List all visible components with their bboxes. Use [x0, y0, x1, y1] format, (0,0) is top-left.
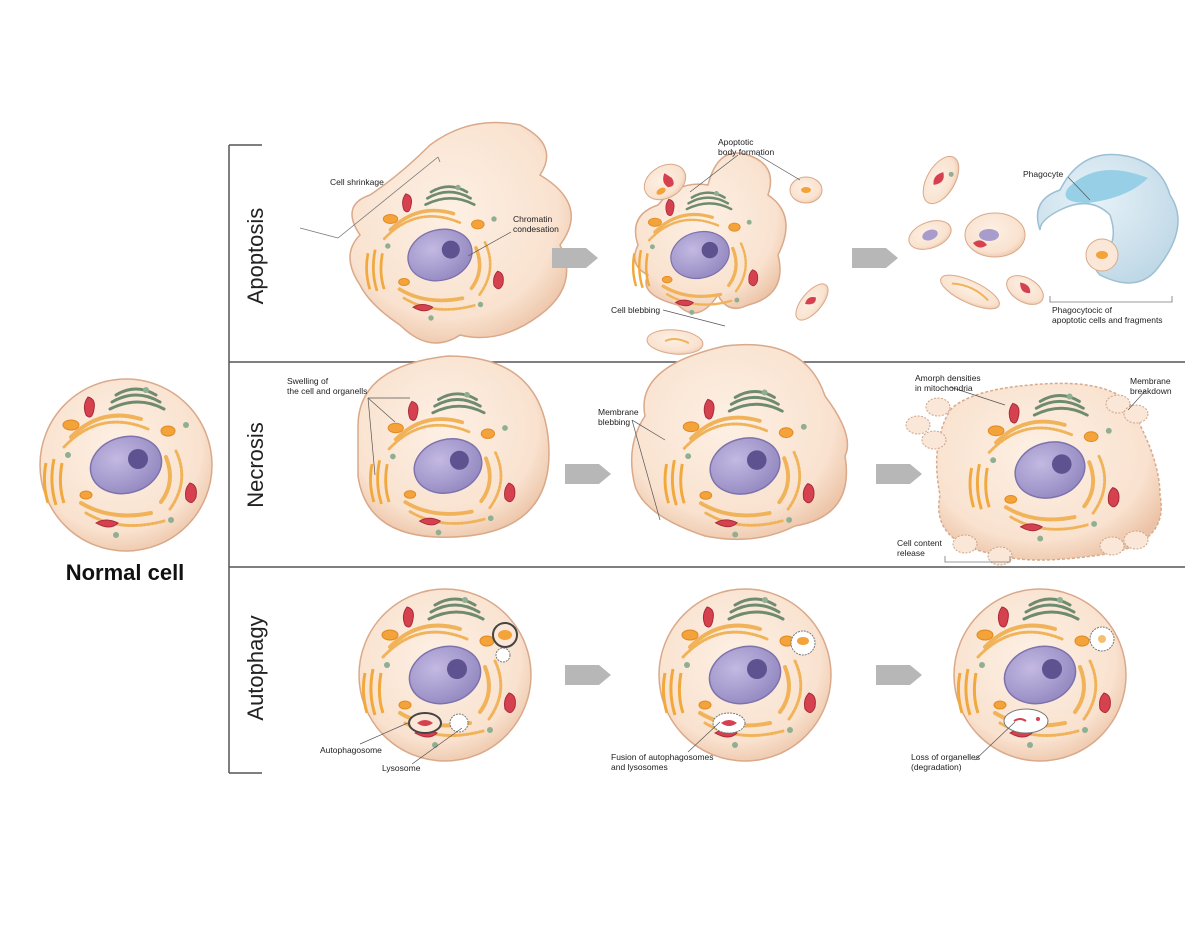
row-title-necrosis: Necrosis [243, 422, 268, 508]
necrosis-ruptured-cell [935, 382, 1162, 561]
necrosis-blebbing-cell [630, 343, 849, 541]
label-amorph-densities: Amorph densities in mitochondria [915, 373, 981, 393]
autophagy-cell-2 [659, 589, 831, 761]
label-cell-blebbing: Cell blebbing [611, 305, 661, 315]
label-chromatin-condesation: Chromatin condesation [513, 214, 559, 234]
label-loss-of-organelles: Loss of organelles (degradation) [911, 752, 980, 772]
row-title-autophagy: Autophagy [243, 615, 268, 721]
apoptotic-body [646, 329, 704, 355]
label-phagocyte: Phagocyte [1023, 169, 1064, 179]
autophagy-cell-1 [359, 589, 531, 761]
normal-cell-title: Normal cell [65, 560, 185, 585]
apoptosis-shrunken-cell [349, 121, 572, 344]
label-fusion: Fusion of autophagosomes and lysosomes [611, 752, 714, 772]
apoptotic-body [795, 283, 829, 321]
phagocyte [1036, 153, 1179, 284]
label-membrane-breakdown: Membrane breakdown [1130, 376, 1172, 396]
label-phagocytosis: Phagocytocic of apoptotic cells and frag… [1052, 305, 1163, 325]
row-title-apoptosis: Apoptosis [243, 207, 268, 305]
apoptotic-body [643, 163, 687, 201]
label-autophagosome: Autophagosome [320, 745, 382, 755]
label-cell-content-release: Cell content release [897, 538, 942, 558]
apoptotic-body [922, 155, 960, 205]
apoptotic-body [908, 220, 952, 250]
label-membrane-blebbing: Membrane blebbing [598, 407, 639, 427]
label-lysosome: Lysosome [382, 763, 421, 773]
label-cell-shrinkage: Cell shrinkage [330, 177, 384, 187]
necrosis-swollen-cell [357, 355, 550, 538]
leader-lines [359, 154, 1147, 765]
apoptotic-body [964, 212, 1026, 258]
autophagy-cell-3 [954, 589, 1126, 761]
apoptotic-body [1006, 275, 1044, 305]
apoptotic-body [940, 274, 1000, 310]
label-apoptotic-body-formation: Apoptotic body formation [718, 137, 775, 157]
normal-cell [40, 379, 212, 551]
apoptotic-body [789, 176, 823, 204]
label-swelling: Swelling of the cell and organells [287, 376, 368, 396]
